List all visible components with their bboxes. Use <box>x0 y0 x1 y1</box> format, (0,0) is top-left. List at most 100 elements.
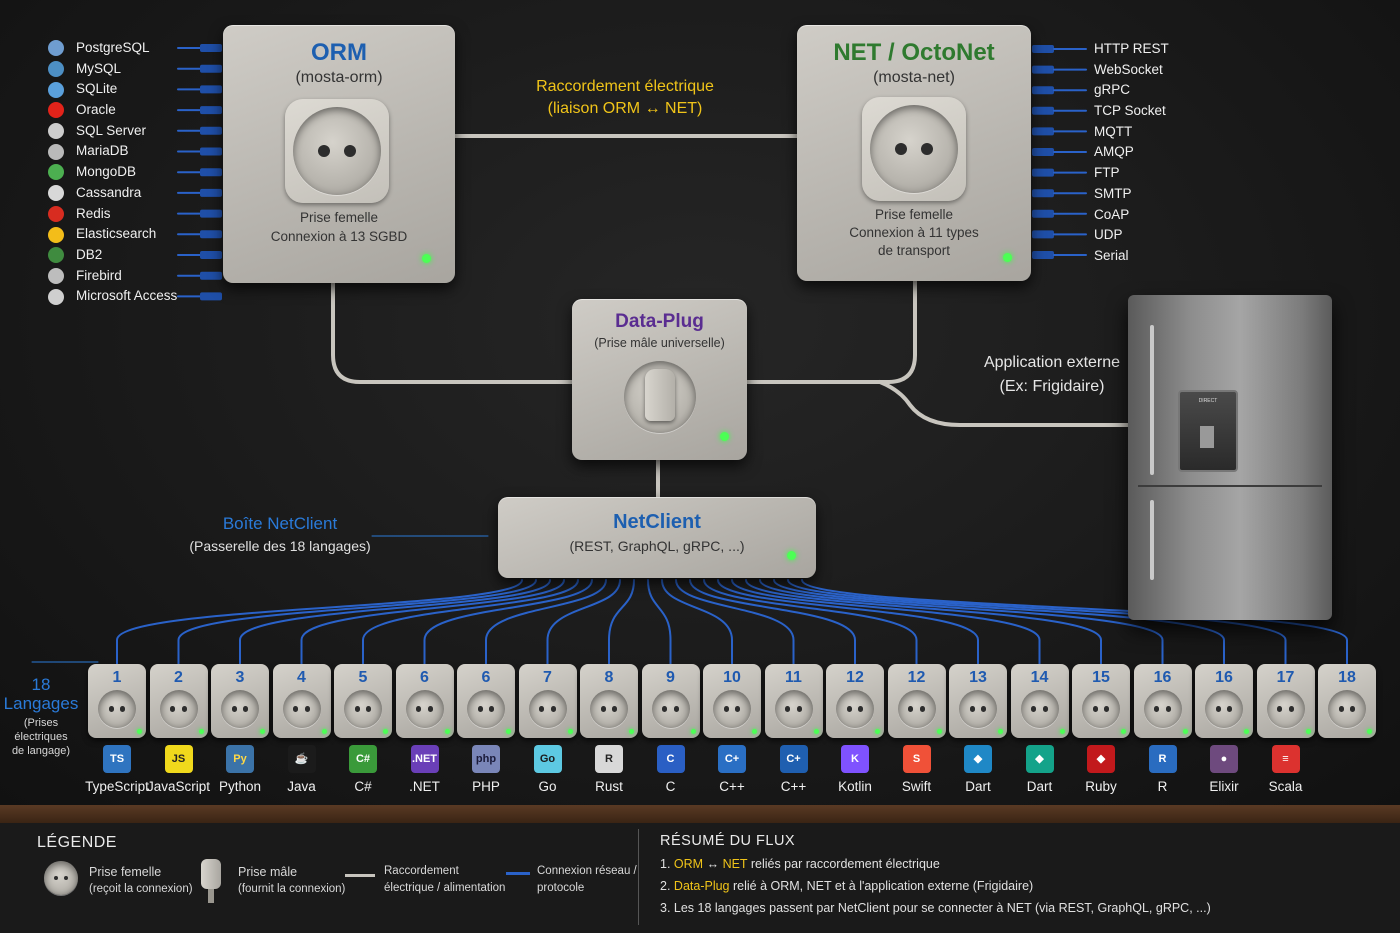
data-plug-fridge-cable <box>878 380 1132 427</box>
language-socket: 6 <box>457 664 515 738</box>
protocol-name: FTP <box>1094 165 1120 181</box>
language-socket-number: 6 <box>481 669 491 686</box>
language-socket-number: 13 <box>969 669 987 686</box>
cable-connector <box>200 271 222 280</box>
language-network-cable <box>703 579 918 665</box>
language-socket: 9 <box>641 664 700 738</box>
net-box: NET / OctoNet (mosta-net) Prise femelle … <box>797 25 1031 281</box>
fridge-handle <box>1150 325 1154 475</box>
dart-icon-alt: ◆ <box>1025 745 1054 773</box>
language-network-cable <box>239 579 551 665</box>
firebird-icon <box>48 267 64 284</box>
r-icon: R <box>1148 745 1177 773</box>
database-name: MongoDB <box>76 164 137 180</box>
language-female-socket <box>959 690 997 728</box>
language-status-led <box>1244 729 1249 734</box>
language-name: Python <box>218 779 262 794</box>
language-socket: 12 <box>826 664 884 738</box>
protocol-name: CoAP <box>1094 206 1130 222</box>
language-socket-number: 18 <box>1338 669 1356 686</box>
wire-layer <box>31 44 1348 665</box>
language-name: Dart <box>1026 779 1053 794</box>
elixir-icon: ● <box>1210 745 1238 773</box>
language-socket-number: 9 <box>666 669 675 686</box>
language-network-cable <box>423 579 593 665</box>
access-icon <box>48 288 64 305</box>
language-socket: 16 <box>1133 664 1192 738</box>
language-name: Rust <box>595 779 623 794</box>
language-status-led <box>813 729 819 734</box>
language-female-socket <box>651 690 690 728</box>
language-network-cable <box>787 579 1287 665</box>
language-female-socket <box>159 690 198 728</box>
protocol-item: UDP <box>1094 225 1169 246</box>
language-network-cable <box>745 579 1102 665</box>
cable-connector <box>1032 251 1054 259</box>
cable-connector <box>200 64 222 73</box>
language-status-led <box>998 729 1003 734</box>
language-name: Swift <box>901 779 932 794</box>
protocol-item: HTTP REST <box>1094 39 1169 60</box>
link-label-line2: (liaison ORM ↔ NET) <box>547 100 703 117</box>
cable-connector <box>1032 45 1054 53</box>
fridge-drawer-handle <box>1150 500 1154 580</box>
language-female-socket <box>405 690 444 728</box>
legend-power-line1: Raccordement <box>384 865 459 877</box>
legend-network: Connexion réseau / protocole <box>537 863 637 897</box>
language-socket-number: 14 <box>1030 669 1049 686</box>
data-plug-status-led <box>720 432 729 441</box>
dotnet-icon: .NET <box>410 745 439 773</box>
protocol-name: MQTT <box>1094 123 1133 139</box>
language-network-cable <box>300 579 565 665</box>
database-item: Redis <box>48 204 177 225</box>
language-socket: 6 <box>395 664 454 738</box>
protocol-item: AMQP <box>1094 142 1169 163</box>
legend-network-line-icon <box>506 872 530 875</box>
language-name: C++ <box>780 779 807 794</box>
language-female-socket <box>344 690 382 728</box>
language-name: .NET <box>409 779 440 794</box>
language-socket: 2 <box>149 664 208 738</box>
summary-step-1: 1. ORM ↔ NET reliés par raccordement éle… <box>660 857 940 871</box>
language-female-socket <box>897 690 936 728</box>
swift-icon: S <box>902 745 931 773</box>
database-item: MongoDB <box>48 162 177 183</box>
language-network-cable <box>362 579 579 665</box>
language-female-socket <box>221 690 259 728</box>
mariadb-icon <box>48 143 64 160</box>
language-socket-number: 3 <box>235 669 245 686</box>
cable-connector <box>1032 209 1054 218</box>
cable-connector <box>200 85 222 94</box>
language-female-socket <box>1266 690 1305 728</box>
protocol-item: MQTT <box>1094 122 1169 143</box>
cable-connector <box>200 44 222 52</box>
language-status-led <box>690 729 696 734</box>
language-name: R <box>1157 779 1168 794</box>
language-network-cable <box>661 579 733 665</box>
database-name: PostgreSQL <box>76 40 150 55</box>
database-name: Redis <box>76 205 111 221</box>
protocol-item: Serial <box>1094 246 1169 267</box>
language-socket-number: 8 <box>604 669 614 686</box>
cable-connector <box>1032 127 1054 136</box>
net-female-socket <box>870 105 958 193</box>
language-female-socket <box>1020 690 1059 728</box>
language-network-cable <box>647 579 672 665</box>
language-socket: 8 <box>580 664 638 738</box>
language-status-led <box>383 729 388 734</box>
net-socket-frame <box>862 97 966 201</box>
legend-power: Raccordement électrique / alimentation <box>384 863 505 897</box>
legend-network-line1: Connexion réseau / <box>537 865 637 877</box>
language-status-led <box>567 729 573 734</box>
database-name: MySQL <box>76 60 122 76</box>
rust-icon: R <box>595 745 623 773</box>
cable-connector <box>200 168 222 177</box>
language-female-socket <box>1205 690 1243 728</box>
database-name: MariaDB <box>76 143 129 159</box>
orm-female-socket <box>293 107 381 195</box>
java-icon: ☕ <box>287 745 316 773</box>
netclient-box: NetClient (REST, GraphQL, gRPC, ...) <box>498 497 816 578</box>
languages-caption: 18 Langages (Prises électriques de langa… <box>2 675 80 758</box>
